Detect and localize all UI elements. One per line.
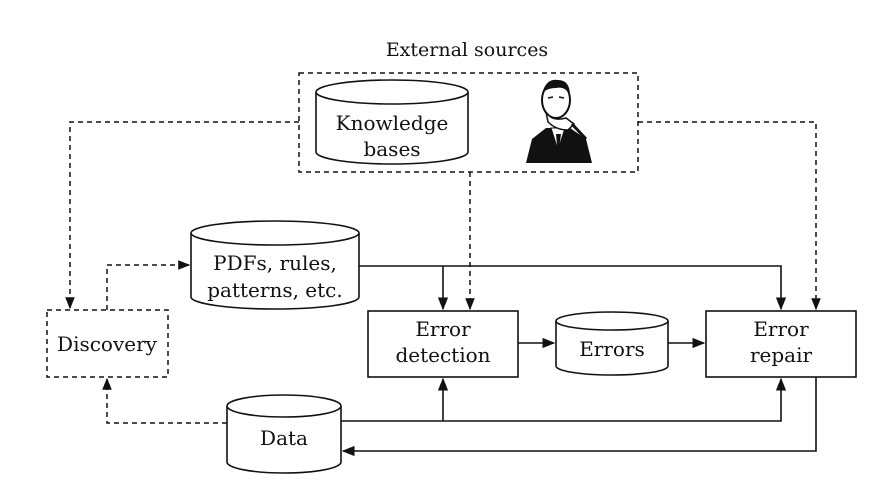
pdfs-rules-patterns-cylinder: PDFs, rules, patterns, etc.: [190, 220, 360, 310]
knowledge-bases-label-line1: Knowledge: [336, 111, 449, 135]
arrow-repair-to-data: [341, 377, 817, 457]
arrow-data-to-repair: [341, 377, 787, 422]
error-detection-box: [367, 310, 519, 378]
error-repair-box: [705, 310, 857, 378]
discovery-label: Discovery: [57, 332, 158, 356]
arrow-data-to-discovery: [102, 377, 227, 424]
discovery-box: [46, 309, 169, 378]
error-detection-label-line1: Error: [415, 317, 471, 341]
thinking-person-icon: [526, 79, 592, 163]
external-sources-title: External sources: [386, 39, 548, 61]
arrow-discovery-to-rules: [106, 260, 191, 310]
arrow-external-to-discovery: [65, 121, 299, 310]
errors-cylinder: Errors: [555, 311, 669, 376]
arrow-external-to-repair: [638, 121, 821, 311]
error-repair-label-line2: repair: [750, 343, 813, 367]
pdfs-rules-label-line2: patterns, etc.: [207, 278, 343, 302]
error-detection-label-line2: detection: [395, 343, 490, 367]
knowledge-bases-label-line2: bases: [363, 137, 420, 161]
data-cylinder: Data: [226, 394, 342, 474]
errors-label: Errors: [579, 337, 645, 361]
arrow-rules-to-repair: [359, 265, 787, 311]
error-repair-label-line1: Error: [753, 317, 809, 341]
pdfs-rules-label-line1: PDFs, rules,: [213, 251, 337, 275]
knowledge-bases-cylinder: Knowledge bases: [315, 79, 469, 165]
data-label: Data: [260, 426, 308, 450]
